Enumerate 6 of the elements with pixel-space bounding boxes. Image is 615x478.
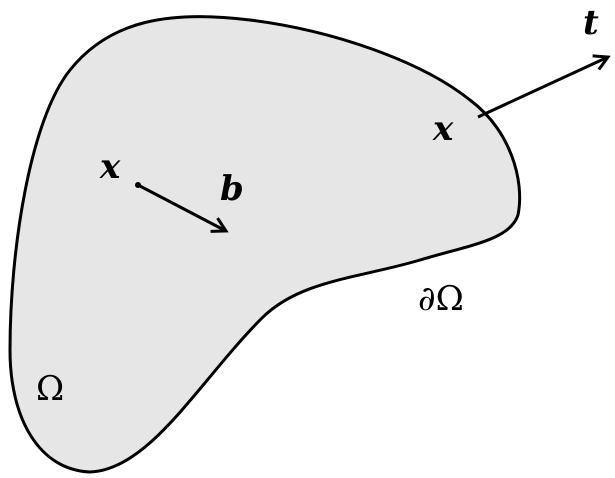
boundary-label: ∂Ω [418, 282, 464, 316]
region-label: Ω [36, 372, 64, 406]
symbol-label: t [583, 6, 599, 40]
symbol-label: x [433, 112, 454, 146]
symbol-label: b [220, 172, 244, 206]
symbol-label: x [100, 150, 120, 184]
